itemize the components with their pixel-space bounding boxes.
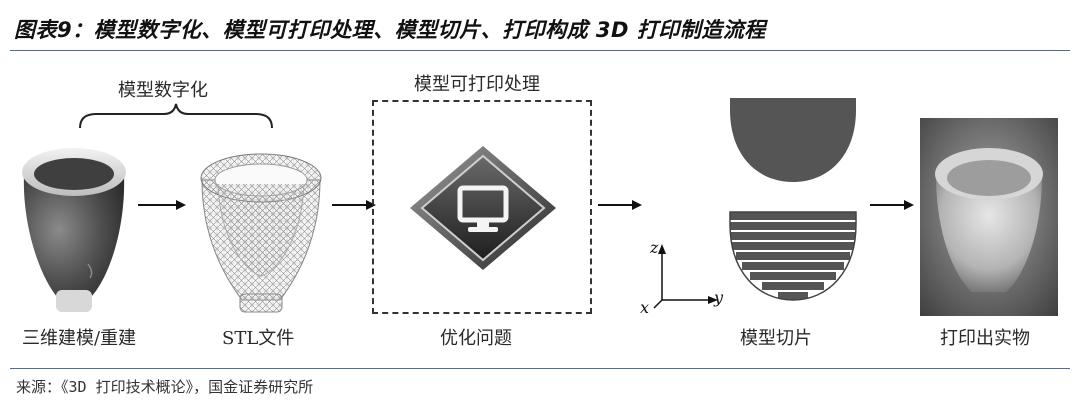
solid-model-shape (728, 96, 858, 186)
source-rule (10, 368, 1070, 369)
z-axis-label: z (650, 238, 658, 257)
arrow-right-icon (868, 198, 916, 212)
y-axis-label: y (714, 288, 723, 307)
computer-diamond-icon (408, 144, 558, 272)
digitization-group-label: 模型数字化 (118, 76, 208, 102)
step-label-scan: 三维建模/重建 (22, 324, 136, 350)
sliced-model-shape (728, 210, 858, 306)
x-axis-label: x (640, 298, 649, 317)
step-label-slice: 模型切片 (740, 324, 812, 350)
arrow-right-icon (596, 198, 644, 212)
arrow-right-icon (330, 198, 378, 212)
source-note: 来源：《3D 打印技术概论》，国金证券研究所 (16, 376, 313, 397)
stl-wireframe-image (196, 144, 326, 316)
figure-title: 图表9：模型数字化、模型可打印处理、模型切片、打印构成 3D 打印制造流程 (14, 14, 766, 44)
printable-processing-group-label: 模型可打印处理 (414, 70, 540, 96)
arrow-right-icon (136, 198, 188, 212)
printed-object-photo (920, 118, 1058, 316)
process-diagram: 模型数字化 (0, 52, 1080, 368)
digitization-brace (76, 102, 276, 134)
step-label-optimize: 优化问题 (440, 324, 512, 350)
title-rule (10, 50, 1070, 51)
step-label-stl: STL文件 (222, 324, 294, 350)
step-label-print: 打印出实物 (940, 324, 1030, 350)
scanned-cup-image (18, 140, 130, 320)
